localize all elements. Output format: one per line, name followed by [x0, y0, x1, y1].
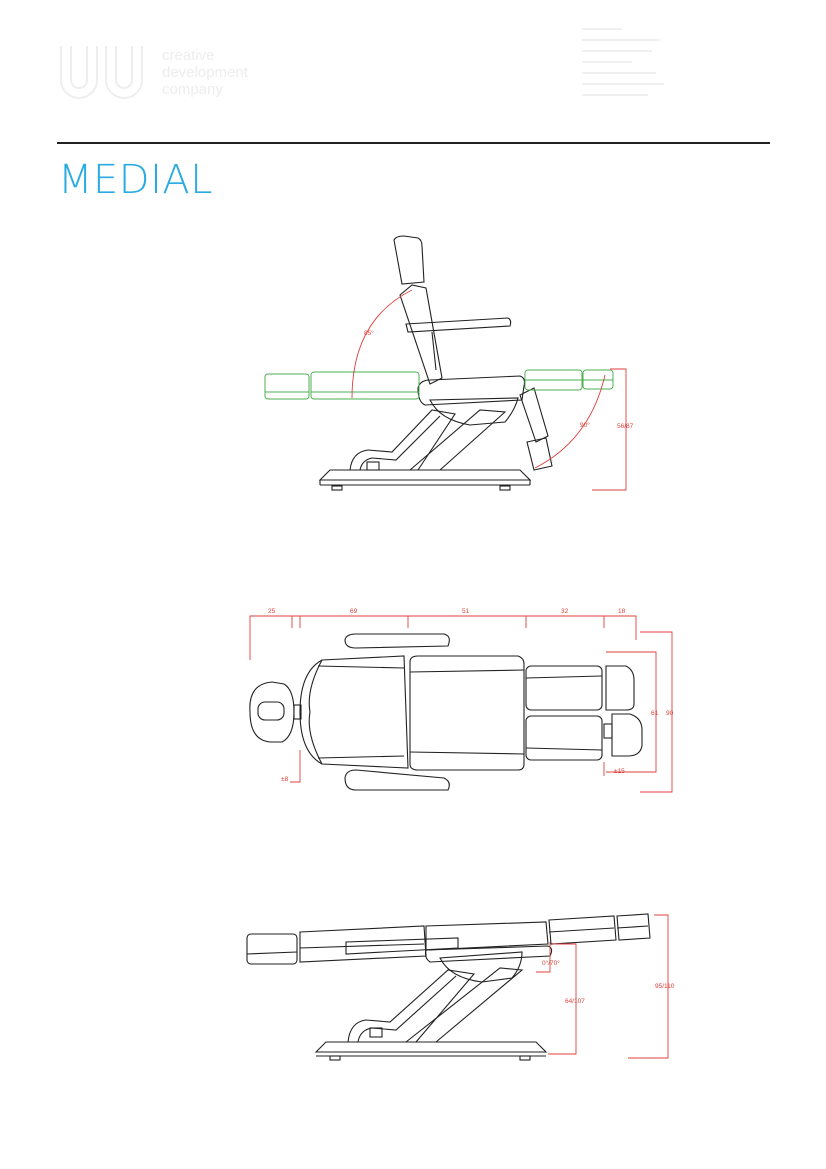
logo-mark-icon — [60, 46, 143, 99]
logo-text-line-1: creative — [162, 47, 215, 64]
logo-text-line-2: development — [162, 64, 248, 81]
company-logo: creative development company — [58, 40, 278, 116]
top-dim-segment-4: 32 — [561, 608, 569, 615]
side-view-alt-positions — [264, 369, 614, 400]
flat-dim-base-height: 64/107 — [565, 998, 585, 1005]
flat-view-dimensions — [536, 914, 669, 1059]
top-dim-width-inner: 61 — [651, 710, 659, 717]
top-dim-segment-1: 25 — [268, 608, 276, 615]
side-angle-leg-label: 90° — [580, 421, 590, 429]
side-angle-back-label: 85° — [364, 329, 374, 337]
top-dim-width-outer: 90 — [666, 710, 674, 717]
flat-view-drawing — [246, 913, 651, 1061]
top-dim-arm-depth: ±8 — [281, 776, 289, 783]
header-divider — [57, 142, 770, 144]
logo-text-line-3: company — [162, 81, 223, 98]
side-seat-height-label: 56/87 — [617, 423, 634, 430]
top-view-dimensions — [249, 615, 673, 793]
flat-dim-leg-angle: 0°/70° — [542, 959, 560, 967]
page-title: MEDIAL — [58, 157, 214, 203]
contact-block — [582, 28, 668, 120]
top-dim-segment-5: 18 — [618, 608, 626, 615]
side-view-drawing — [318, 235, 553, 491]
top-dim-segment-2: 69 — [350, 608, 358, 615]
side-view-dimensions — [351, 289, 627, 491]
top-dim-segment-3: 51 — [462, 608, 470, 615]
top-view-drawing — [249, 633, 643, 791]
top-dim-foot-width: ±15 — [614, 768, 625, 775]
flat-dim-overall-height: 95/110 — [655, 983, 675, 990]
